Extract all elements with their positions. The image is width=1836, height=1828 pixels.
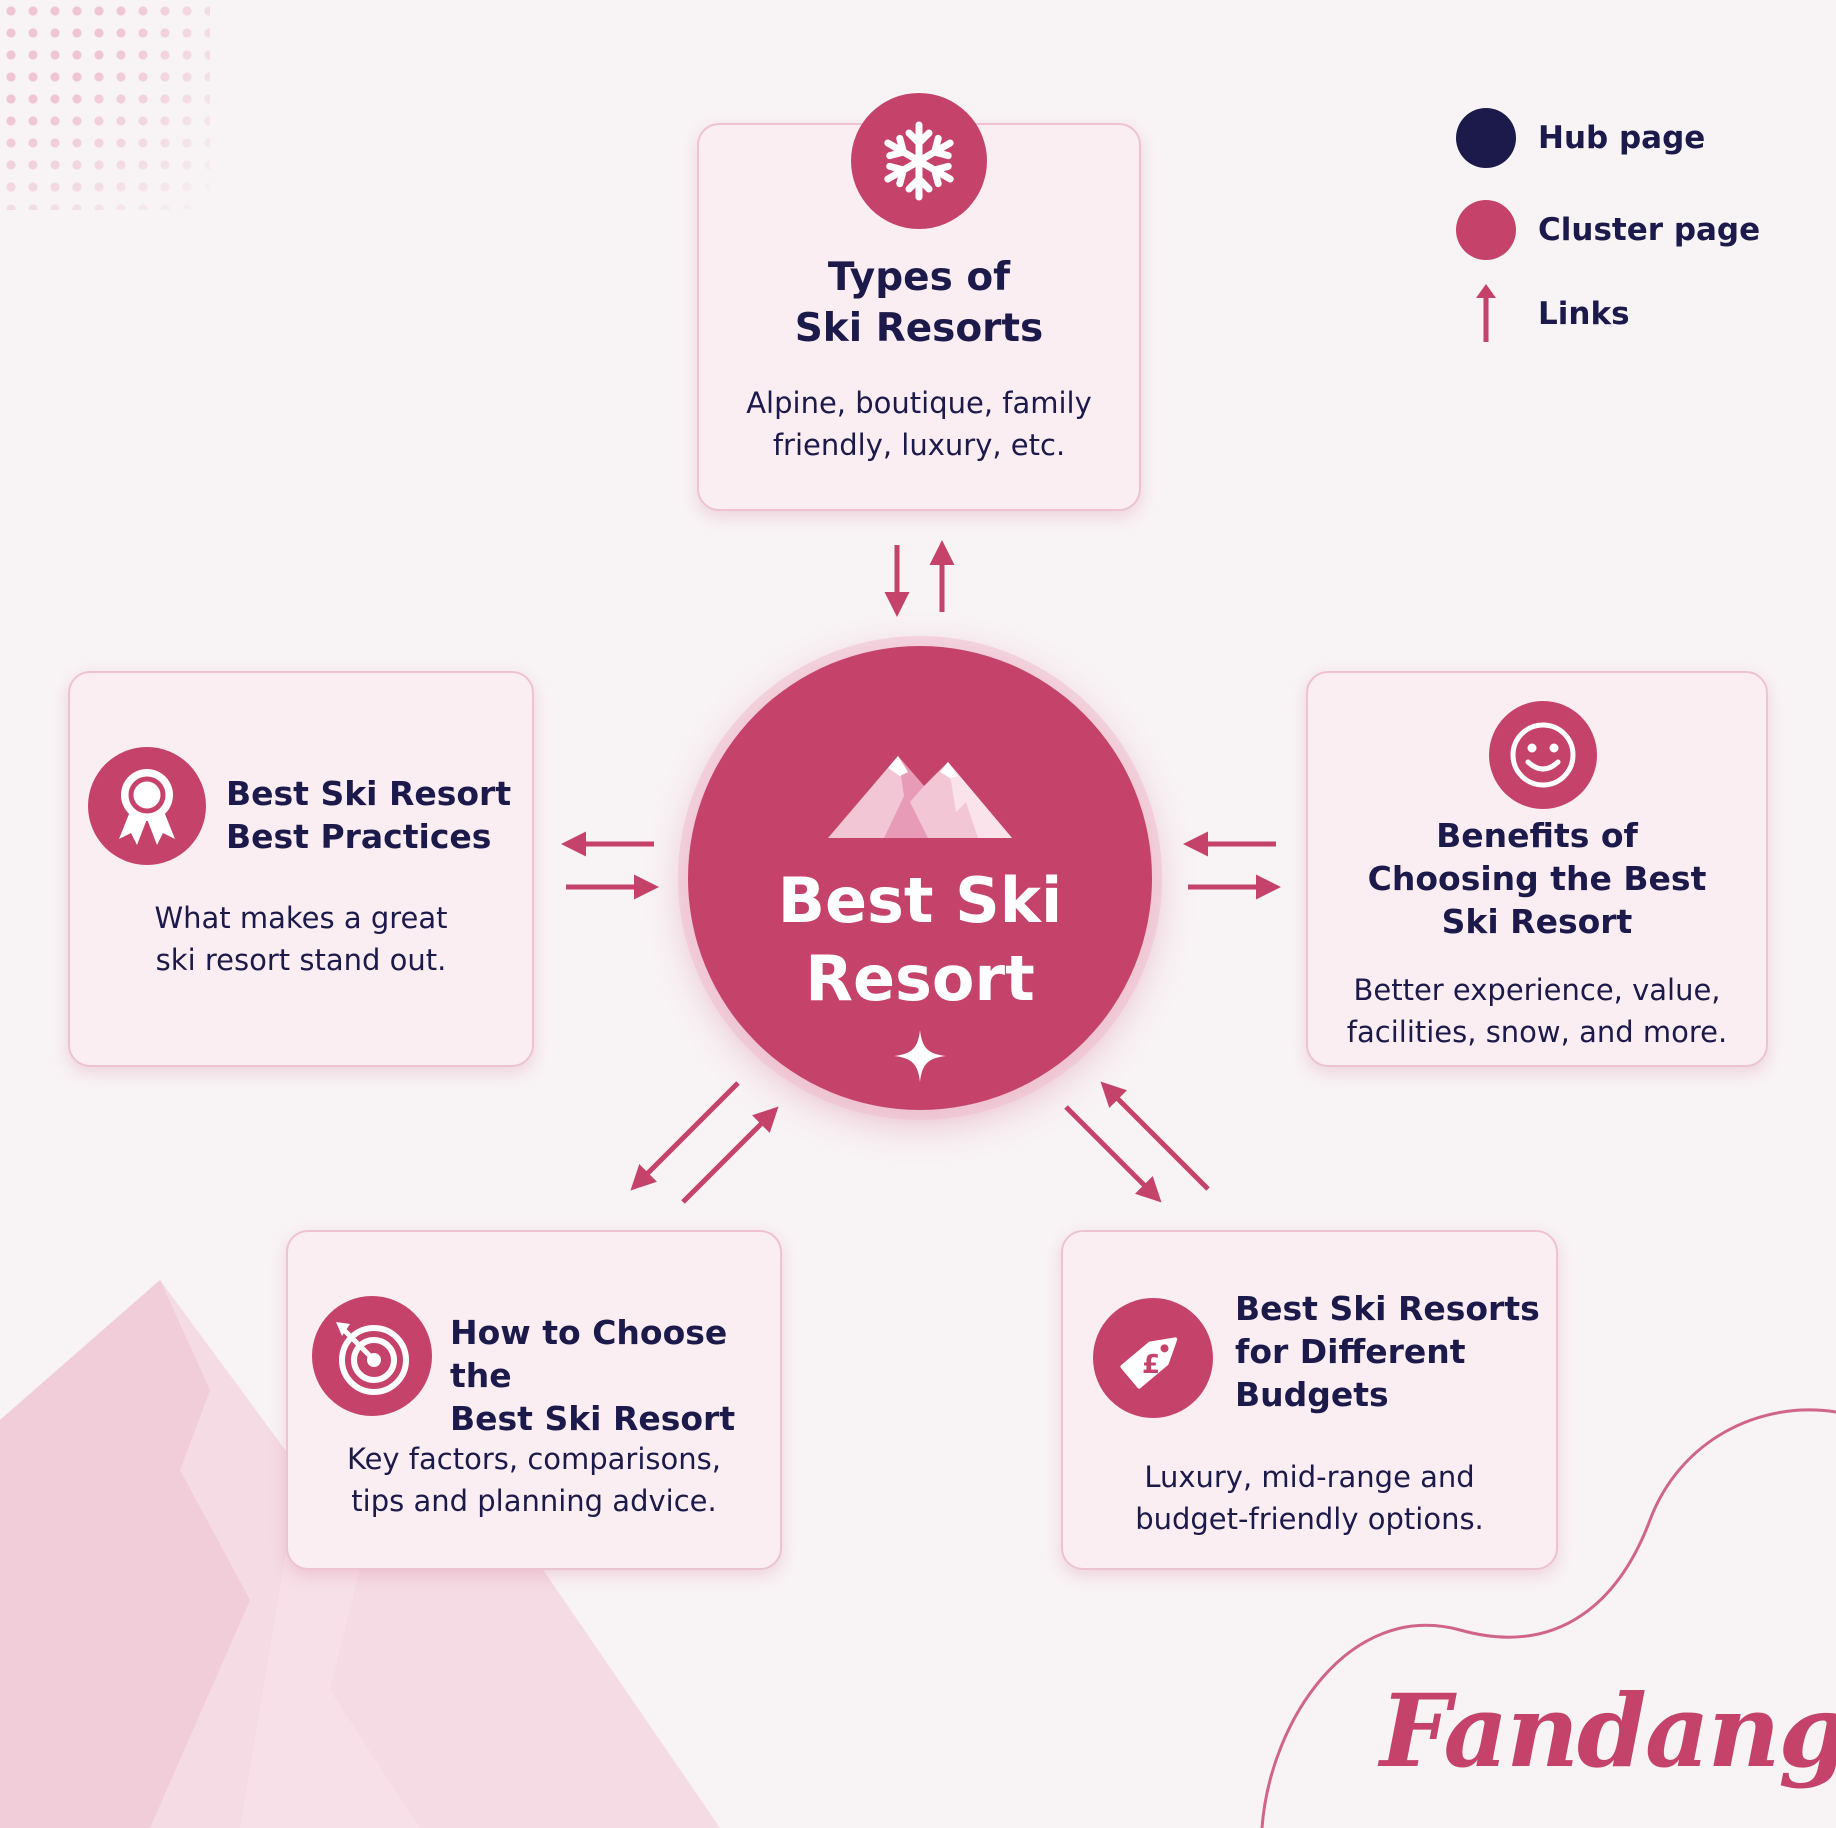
cluster-title: Best Ski Resort Best Practices: [226, 774, 512, 856]
hub-page-node: Best Ski Resort: [688, 646, 1152, 1110]
decorative-dots: [0, 0, 210, 210]
snowflake-icon: [851, 93, 987, 229]
arrow-bl-in: [681, 1106, 779, 1204]
mountain-icon: [828, 756, 1012, 838]
cluster-card-benefits: Benefits of Choosing the Best Ski Resort…: [1306, 671, 1768, 1067]
cluster-card-practices: Best Ski Resort Best Practices What make…: [68, 671, 534, 1067]
arrow-br-out: [1064, 1105, 1162, 1203]
cluster-description: Alpine, boutique, family friendly, luxur…: [746, 386, 1092, 463]
cluster-card-budgets: £ Best Ski Resorts for Different Budgets…: [1061, 1230, 1558, 1570]
award-ribbon-icon: [88, 747, 206, 865]
brand-logo: Fandango: [1380, 1672, 1836, 1790]
smiley-icon: [1489, 701, 1597, 809]
legend-label: Links: [1538, 296, 1630, 332]
legend-label: Hub page: [1538, 120, 1706, 156]
sparkle-icon: [894, 1030, 946, 1082]
legend-item-links: Links: [1456, 284, 1630, 344]
cluster-card-choose: How to Choose the Best Ski Resort Key fa…: [286, 1230, 782, 1570]
hub-dot-icon: [1456, 108, 1516, 168]
cluster-card-types: Types of Ski Resorts Alpine, boutique, f…: [697, 93, 1141, 511]
cluster-title: How to Choose the Best Ski Resort: [450, 1313, 736, 1438]
arrow-up-icon: [1456, 284, 1516, 344]
arrow-br-in: [1100, 1081, 1210, 1191]
arrow-bl-out: [630, 1081, 740, 1191]
cluster-description: Luxury, mid-range and budget-friendly op…: [1135, 1460, 1484, 1537]
legend-item-hub: Hub page: [1456, 108, 1705, 168]
target-icon: [312, 1296, 432, 1416]
decorative-swirl: [1260, 1408, 1836, 1828]
cluster-description: Better experience, value, facilities, sn…: [1346, 973, 1728, 1050]
cluster-description: What makes a great ski resort stand out.: [154, 901, 448, 978]
legend-label: Cluster page: [1538, 212, 1761, 248]
cluster-title: Types of Ski Resorts: [794, 255, 1044, 351]
cluster-title: Benefits of Choosing the Best Ski Resort: [1367, 816, 1707, 941]
price-tag-icon: £: [1093, 1298, 1213, 1418]
cluster-description: Key factors, comparisons, tips and plann…: [347, 1442, 721, 1519]
cluster-title: Best Ski Resorts for Different Budgets: [1235, 1289, 1540, 1414]
hub-title: Best Ski Resort: [777, 864, 1063, 1015]
svg-text:£: £: [1142, 1350, 1160, 1380]
cluster-dot-icon: [1456, 200, 1516, 260]
legend: Hub page Cluster page Links: [1456, 108, 1796, 358]
legend-item-cluster: Cluster page: [1456, 200, 1760, 260]
